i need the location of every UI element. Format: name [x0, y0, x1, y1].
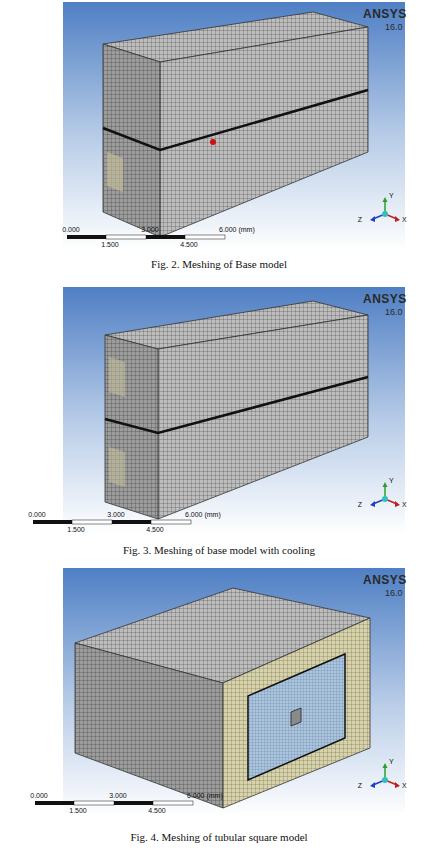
scale-value: 0.000	[28, 511, 46, 519]
axis-label: Y	[389, 758, 394, 766]
axis-label: Y	[389, 192, 394, 200]
axis-label: Z	[358, 782, 362, 790]
scale-value: 4.500	[146, 526, 164, 534]
software-logo: ANSYS	[363, 574, 407, 587]
scale-value: 3.000	[107, 511, 125, 519]
axis-label: X	[402, 782, 407, 790]
software-logo: ANSYS	[363, 8, 407, 21]
scale-value: 0.000	[30, 792, 48, 800]
figure-caption: Fig. 4. Meshing of tubular square model	[130, 831, 307, 843]
scale-value: 4.500	[180, 241, 198, 249]
axis-label: Z	[358, 501, 362, 509]
figure-caption: Fig. 3. Meshing of base model with cooli…	[123, 544, 315, 556]
scale-value: 0.000	[62, 226, 80, 234]
scale-value: 6.000 (mm)	[187, 792, 223, 800]
software-logo: ANSYS	[363, 293, 407, 306]
axis-label: Z	[358, 216, 362, 224]
scale-value: 4.500	[148, 807, 166, 815]
scale-value: 6.000 (mm)	[219, 226, 255, 234]
scale-value: 3.000	[109, 792, 127, 800]
axis-label: X	[402, 216, 407, 224]
axis-label: X	[402, 501, 407, 509]
scale-value: 3.000	[141, 226, 159, 234]
version-number: 16.0	[385, 589, 403, 599]
scale-value: 1.500	[67, 526, 85, 534]
version-number: 16.0	[385, 23, 403, 33]
version-number: 16.0	[385, 308, 403, 318]
figure-caption: Fig. 2. Meshing of Base model	[151, 258, 287, 270]
scale-value: 1.500	[69, 807, 87, 815]
scale-value: 6.000 (mm)	[185, 511, 221, 519]
scale-value: 1.500	[101, 241, 119, 249]
axis-label: Y	[389, 477, 394, 485]
